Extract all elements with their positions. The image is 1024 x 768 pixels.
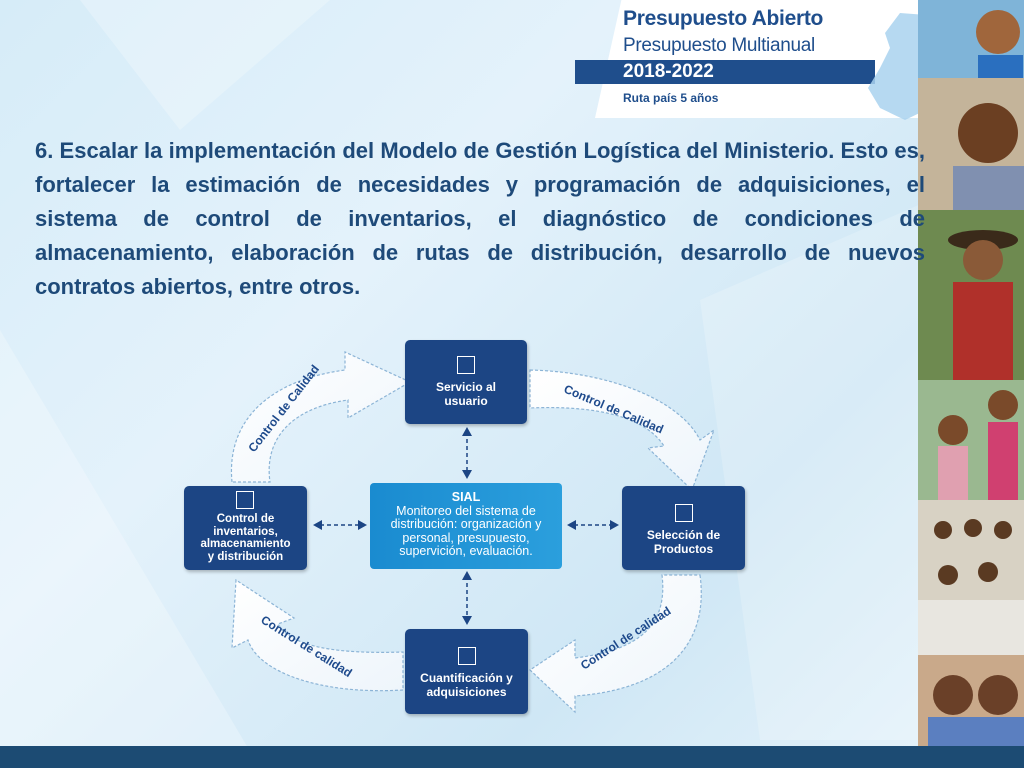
box-sial: SIAL Monitoreo del sistema de distribuci… [370,483,562,569]
footer-bar [0,746,1024,768]
sial-text: Monitoreo del sistema de distribución: o… [390,503,542,558]
checkbox-icon [457,647,476,665]
photo-child-2 [918,78,1024,210]
box-label-left: Control de inventarios, almacenamiento y… [200,513,291,563]
banner-subtitle: Presupuesto Multianual [623,35,815,56]
arrow-label-top-right: Control de Calidad [562,382,666,437]
body-paragraph: 6. Escalar la implementación del Modelo … [35,138,925,299]
banner-route: Ruta país 5 años [623,91,719,105]
arrow-label-bottom-right: Control de calidad [578,604,673,673]
arrow-label-bottom-left: Control de calidad [258,613,354,680]
checkbox-icon [674,504,693,522]
arrow-bottom-left [231,578,404,692]
photo-child-1 [918,0,1024,78]
box-label-bottom: Cuantificación y adquisiciones [420,671,513,699]
photo-strip [918,0,1024,768]
arrow-top-right [529,369,716,492]
photo-classroom [918,500,1024,655]
checkbox-icon [457,356,475,374]
arrow-top-left [230,351,412,483]
photo-girls [918,655,1024,746]
box-servicio-usuario: Servicio al usuario [405,340,527,424]
arrow-label-top-left: Control de Calidad [245,362,322,455]
photo-children [918,380,1024,500]
photo-elder [918,210,1024,380]
banner-title: Presupuesto Abierto [623,7,824,30]
years-bar [575,60,875,84]
sial-title: SIAL [451,490,481,504]
box-control-inventarios: Control de inventarios, almacenamiento y… [184,486,307,570]
box-label-right: Selección de Productos [646,528,721,556]
header-banner [595,0,925,118]
box-cuantificacion: Cuantificación y adquisiciones [405,629,528,714]
checkbox-icon [236,491,254,509]
arrow-bottom-right [529,574,702,714]
box-seleccion-productos: Selección de Productos [622,486,745,570]
banner-years: 2018-2022 [623,61,714,82]
box-label-top: Servicio al usuario [435,380,497,408]
